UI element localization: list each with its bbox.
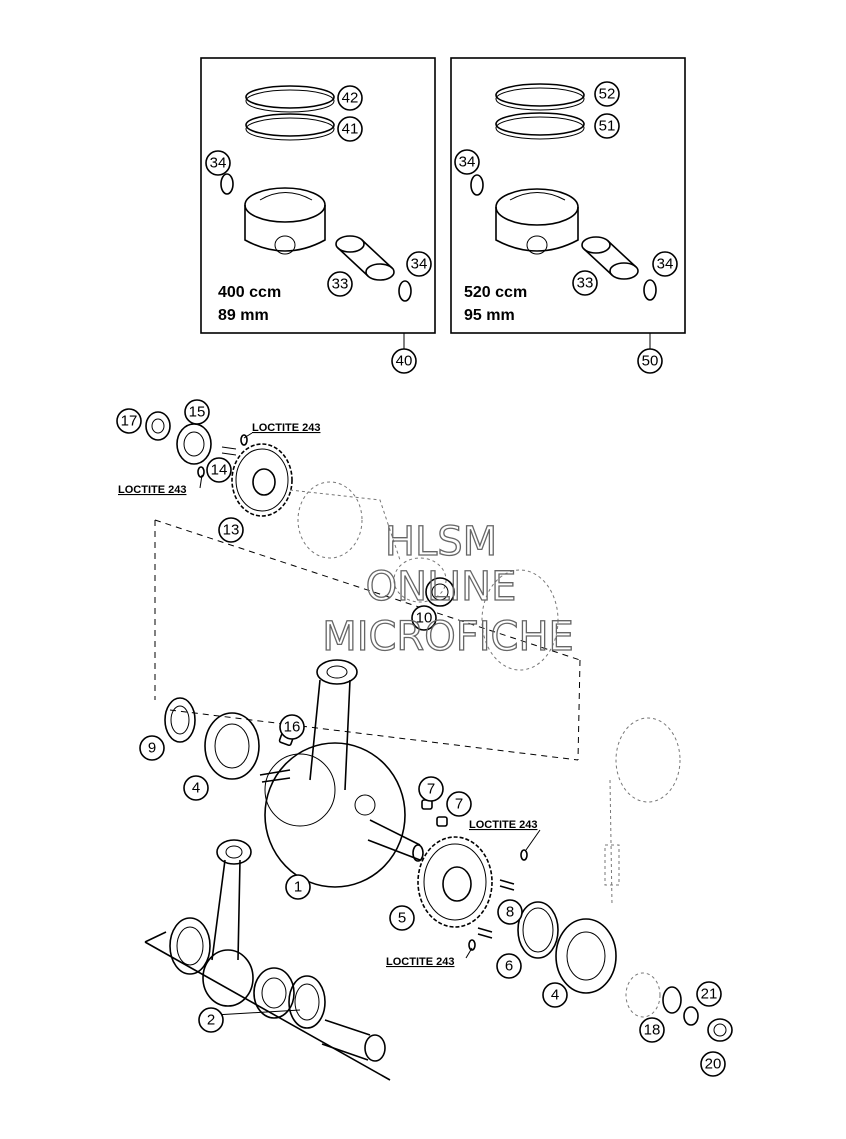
callout-7: 7 xyxy=(418,776,444,802)
piston-ring-icon xyxy=(245,85,335,141)
svg-text:7: 7 xyxy=(427,781,435,798)
svg-text:ONLINE: ONLINE xyxy=(366,564,517,610)
callout-7: 7 xyxy=(446,791,472,817)
balancer-gear-assembly xyxy=(145,411,559,671)
piston-kit-520-box: 520 ccm 95 mm xyxy=(450,57,686,350)
callout-34: 34 xyxy=(205,150,231,176)
callout-14: 14 xyxy=(206,457,232,483)
svg-text:13: 13 xyxy=(223,522,240,539)
svg-text:18: 18 xyxy=(644,1022,661,1039)
piston-kit-400-box: 400 ccm 89 mm xyxy=(200,57,436,350)
svg-text:14: 14 xyxy=(211,462,228,479)
svg-text:34: 34 xyxy=(411,256,428,273)
svg-text:5: 5 xyxy=(398,910,406,927)
svg-text:33: 33 xyxy=(577,275,594,292)
piston-icon xyxy=(244,187,326,255)
svg-text:50: 50 xyxy=(642,353,659,370)
displacement-label: 520 ccm xyxy=(464,284,527,301)
callout-42: 42 xyxy=(337,85,363,111)
circlip-icon xyxy=(643,279,657,301)
callout-34: 34 xyxy=(454,149,480,175)
piston-ring-icon xyxy=(495,83,585,140)
bore-label: 89 mm xyxy=(218,307,269,324)
callout-15: 15 xyxy=(184,399,210,425)
crankshaft-icon xyxy=(164,659,448,888)
svg-text:41: 41 xyxy=(342,121,359,138)
callout-13: 13 xyxy=(218,517,244,543)
displacement-label: 400 ccm xyxy=(218,284,281,301)
svg-text:33: 33 xyxy=(332,276,349,293)
svg-text:MICROFICHE: MICROFICHE xyxy=(322,614,574,660)
watermark: HLSM ONLINE MICROFICHE xyxy=(322,518,575,660)
callout-34: 34 xyxy=(406,251,432,277)
svg-text:4: 4 xyxy=(551,987,559,1004)
callout-4: 4 xyxy=(183,775,209,801)
svg-text:9: 9 xyxy=(148,740,156,757)
circlip-icon xyxy=(470,174,484,196)
svg-text:34: 34 xyxy=(657,256,674,273)
callout-9: 9 xyxy=(139,735,165,761)
callout-33: 33 xyxy=(327,271,353,297)
loctite-note: LOCTITE 243 xyxy=(386,956,454,968)
callout-33: 33 xyxy=(572,270,598,296)
piston-pin-icon xyxy=(581,236,639,280)
loctite-note: LOCTITE 243 xyxy=(118,484,186,496)
svg-text:6: 6 xyxy=(505,958,513,975)
svg-text:7: 7 xyxy=(455,796,463,813)
svg-text:4: 4 xyxy=(192,780,200,797)
svg-text:40: 40 xyxy=(396,353,413,370)
callout-41: 41 xyxy=(337,116,363,142)
circlip-icon xyxy=(220,173,234,195)
svg-text:34: 34 xyxy=(459,154,476,171)
assembly-guide-lines xyxy=(154,519,581,761)
svg-text:1: 1 xyxy=(294,879,302,896)
connecting-rod-kit-icon xyxy=(144,839,391,1081)
piston-pin-icon xyxy=(335,235,395,281)
callout-21: 21 xyxy=(696,981,722,1007)
circlip-icon xyxy=(398,280,412,302)
callout-1: 1 xyxy=(285,874,311,900)
svg-text:21: 21 xyxy=(701,986,718,1003)
loctite-note: LOCTITE 243 xyxy=(252,422,320,434)
callout-16: 16 xyxy=(279,714,305,740)
svg-text:8: 8 xyxy=(506,904,514,921)
callout-20: 20 xyxy=(700,1051,726,1077)
svg-text:HLSM: HLSM xyxy=(385,519,497,565)
svg-text:42: 42 xyxy=(342,90,359,107)
svg-text:15: 15 xyxy=(189,404,206,421)
callout-34: 34 xyxy=(652,251,678,277)
piston-icon xyxy=(495,188,579,255)
svg-text:52: 52 xyxy=(599,86,616,103)
callout-52: 52 xyxy=(594,81,620,107)
callout-8: 8 xyxy=(497,899,523,925)
callout-17: 17 xyxy=(116,408,142,434)
callout-4: 4 xyxy=(542,982,568,1008)
callout-10: 10 xyxy=(411,605,437,631)
svg-text:2: 2 xyxy=(207,1012,215,1029)
callout-18: 18 xyxy=(639,1017,665,1043)
callout-51: 51 xyxy=(594,113,620,139)
callout-6: 6 xyxy=(496,953,522,979)
svg-text:34: 34 xyxy=(210,155,227,172)
svg-text:20: 20 xyxy=(705,1056,722,1073)
svg-text:17: 17 xyxy=(121,413,138,430)
svg-text:16: 16 xyxy=(284,719,301,736)
crank-gear-icon xyxy=(417,836,528,951)
callout-40: 40 xyxy=(391,348,417,374)
callout-50: 50 xyxy=(637,348,663,374)
svg-text:10: 10 xyxy=(416,610,433,627)
callout-2: 2 xyxy=(198,1007,224,1033)
loctite-note: LOCTITE 243 xyxy=(469,819,537,831)
right-side-parts xyxy=(517,717,733,1042)
bore-label: 95 mm xyxy=(464,307,515,324)
svg-text:51: 51 xyxy=(599,118,616,135)
callout-5: 5 xyxy=(389,905,415,931)
